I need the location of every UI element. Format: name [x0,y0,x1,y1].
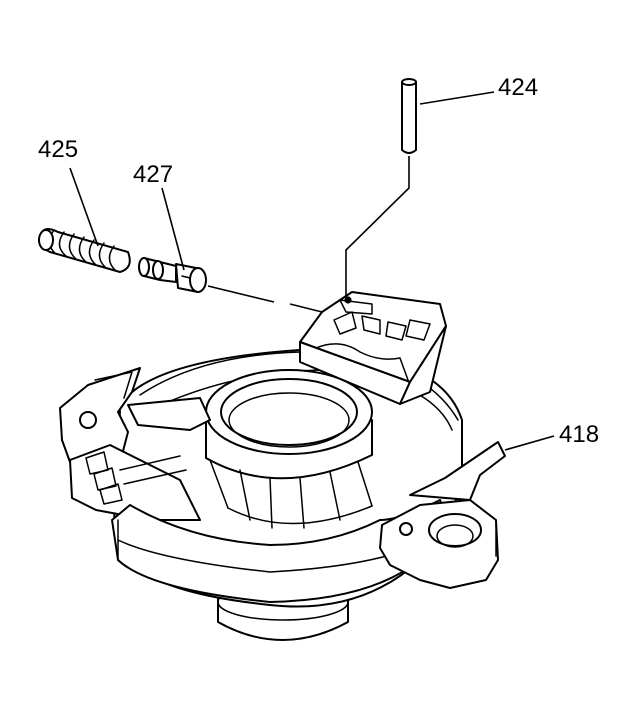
housing-418 [59,349,506,641]
callout-424: 424 [498,74,538,101]
spring-425 [38,167,131,273]
valve-body-block [299,291,447,405]
pin-424 [345,78,495,296]
callout-418: 418 [559,421,599,448]
callout-425: 425 [38,136,78,163]
valve-427 [138,187,323,313]
callout-427: 427 [133,161,173,188]
leader-418 [504,435,555,451]
